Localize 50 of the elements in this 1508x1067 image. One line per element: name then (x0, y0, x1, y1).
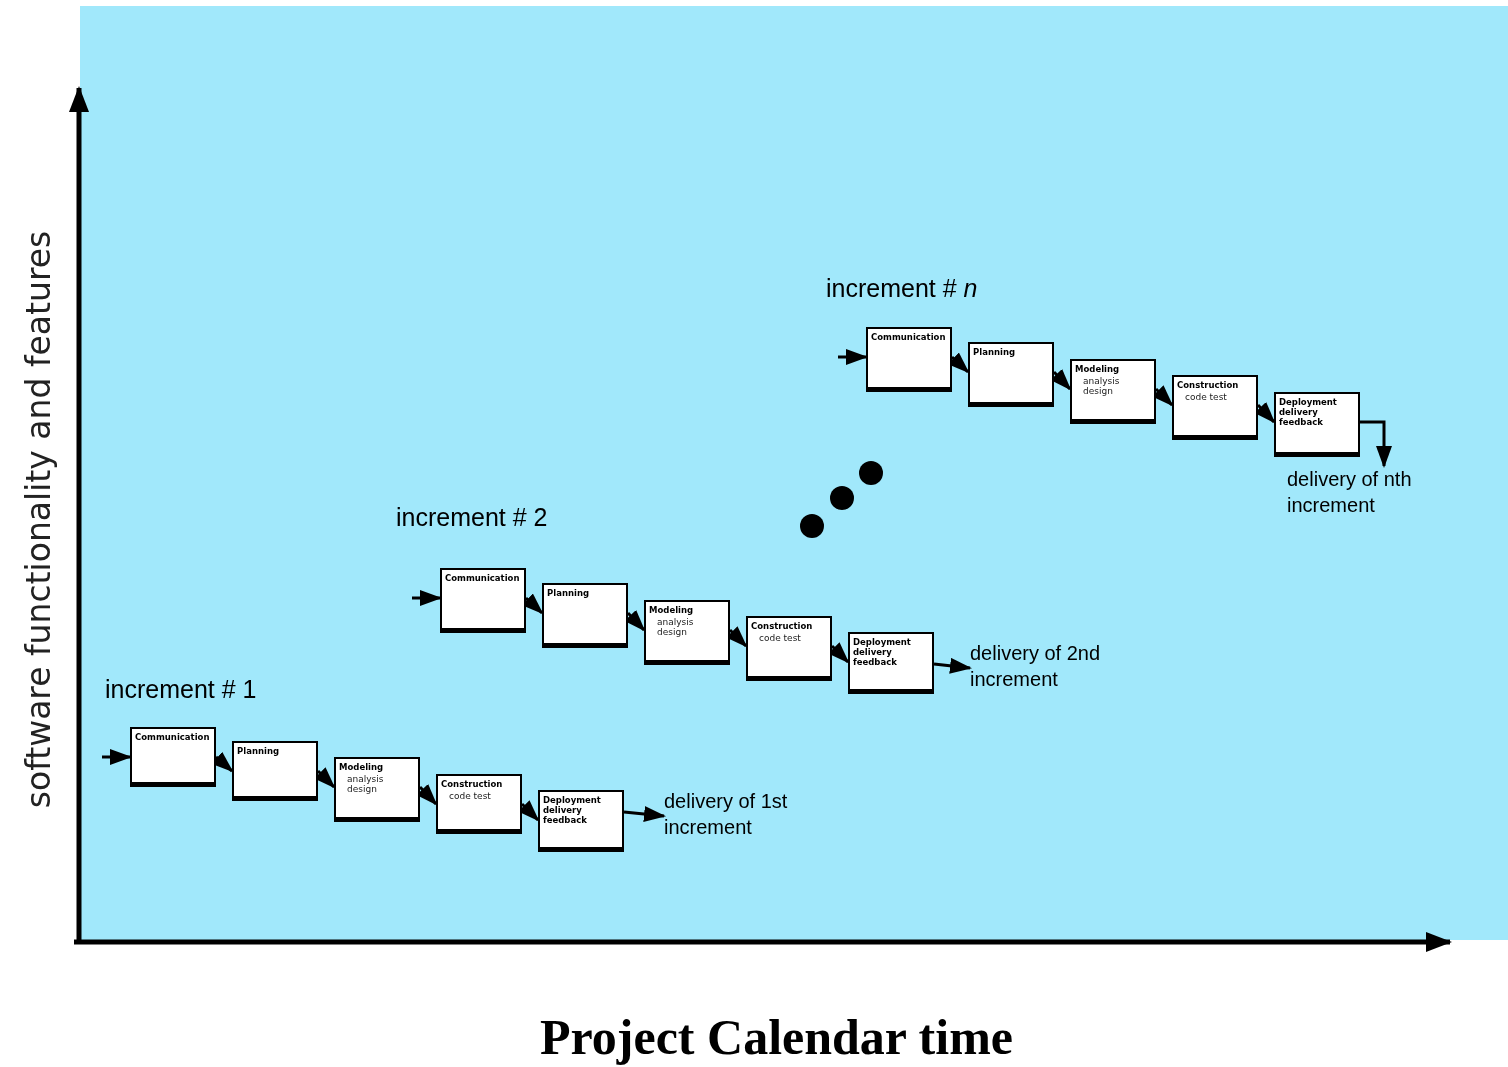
box-text: analysis design (346, 774, 385, 794)
box-text: analysis design (656, 617, 695, 637)
increment-label: increment # 1 (105, 675, 257, 704)
process-box (848, 632, 934, 694)
box-title: Modeling (1075, 364, 1121, 374)
process-box (436, 774, 522, 834)
box-title: Construction (1177, 380, 1240, 390)
arrow (102, 749, 132, 765)
process-box (968, 342, 1054, 407)
box-title: Modeling (339, 762, 385, 772)
box-text: code test (448, 791, 492, 801)
arrow (838, 349, 868, 365)
box-title: Construction (751, 621, 814, 631)
box-title: Deployment delivery feedback (1279, 397, 1338, 427)
box-title: Planning (547, 588, 591, 598)
delivery-text: delivery of 1st increment (664, 788, 814, 844)
process-box (130, 727, 216, 787)
box-title: Planning (973, 347, 1017, 357)
process-box (232, 741, 318, 801)
process-box (1274, 392, 1360, 457)
process-box (1172, 375, 1258, 440)
box-title: Deployment delivery feedback (543, 795, 602, 825)
arrow (1360, 420, 1392, 468)
process-box (542, 583, 628, 648)
process-box (538, 790, 624, 852)
delivery-text: delivery of nth increment (1287, 466, 1437, 522)
box-text: code test (1184, 392, 1228, 402)
process-box (334, 757, 420, 822)
box-title: Communication (871, 332, 947, 342)
box-title: Modeling (649, 605, 695, 615)
increment-label: increment # n (826, 274, 978, 303)
process-box (866, 327, 952, 392)
box-title: Communication (445, 573, 521, 583)
process-box (644, 600, 730, 665)
box-title: Planning (237, 746, 281, 756)
process-box (746, 616, 832, 681)
axis-label: Project Calendar time (540, 1008, 1013, 1066)
process-box (1070, 359, 1156, 424)
process-box (440, 568, 526, 633)
axis-label: software functionality and features (18, 229, 58, 811)
box-title: Deployment delivery feedback (853, 637, 912, 667)
arrow (412, 590, 442, 606)
box-title: Construction (441, 779, 504, 789)
box-text: analysis design (1082, 376, 1121, 396)
box-text: code test (758, 633, 802, 643)
box-title: Communication (135, 732, 211, 742)
arrow (623, 806, 666, 822)
increment-label: increment # 2 (396, 503, 548, 532)
delivery-text: delivery of 2nd increment (970, 640, 1120, 696)
arrow (933, 657, 972, 674)
